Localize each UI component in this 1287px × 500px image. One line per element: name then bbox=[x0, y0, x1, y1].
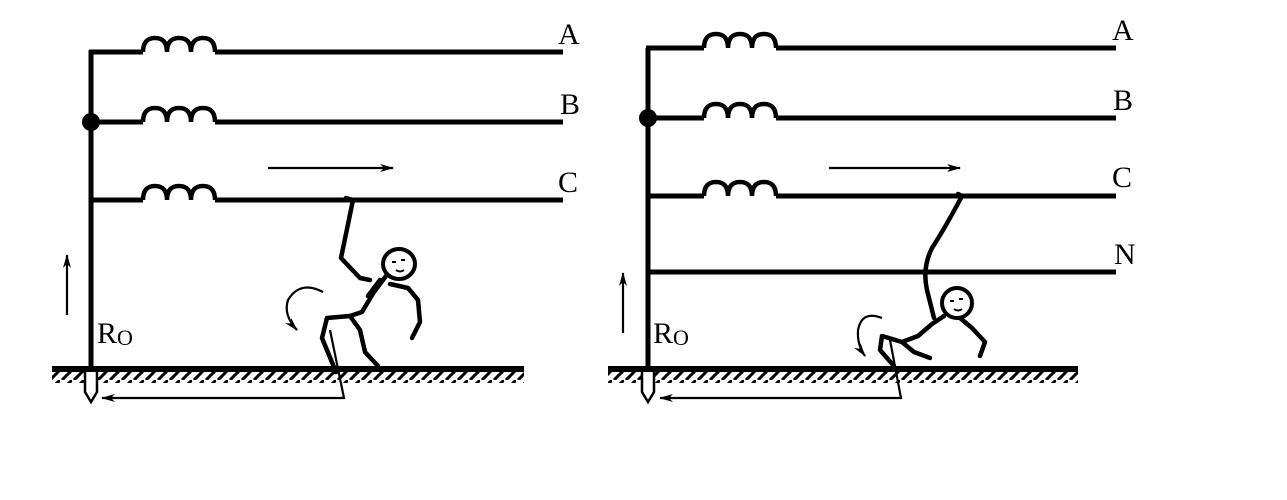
right-return-current-path bbox=[659, 339, 903, 402]
left-rotation-arrow bbox=[285, 286, 324, 331]
left-label-c: C bbox=[558, 166, 578, 199]
left-ground-hatch bbox=[52, 372, 524, 383]
left-phase-b-line bbox=[91, 105, 563, 125]
right-ground-electrode bbox=[640, 372, 656, 405]
left-circuit: A B C RO bbox=[52, 18, 580, 405]
right-ground-line bbox=[608, 366, 1078, 372]
right-phase-c-line bbox=[648, 179, 1116, 199]
right-label-c: C bbox=[1112, 161, 1132, 194]
right-ground-hatch bbox=[608, 372, 1078, 383]
right-phase-a-line bbox=[646, 31, 1116, 51]
left-return-current-path bbox=[101, 329, 346, 402]
left-person-figure bbox=[319, 195, 423, 375]
right-label-n: N bbox=[1114, 238, 1136, 271]
right-rotation-arrow bbox=[854, 314, 883, 357]
right-circuit: A B C N RO bbox=[608, 14, 1136, 405]
right-label-b: B bbox=[1113, 84, 1133, 117]
left-ground-electrode bbox=[83, 372, 99, 405]
left-ground-line bbox=[52, 366, 524, 372]
left-resistor-label: RO bbox=[97, 317, 133, 350]
right-person-figure bbox=[877, 191, 988, 369]
left-phase-a-line bbox=[89, 35, 563, 55]
left-phase-c-line bbox=[91, 183, 563, 203]
right-resistor-label: RO bbox=[653, 317, 689, 350]
left-label-a: A bbox=[558, 18, 580, 51]
left-label-b: B bbox=[560, 88, 580, 121]
right-label-a: A bbox=[1112, 14, 1134, 47]
right-phase-b-line bbox=[648, 101, 1116, 121]
